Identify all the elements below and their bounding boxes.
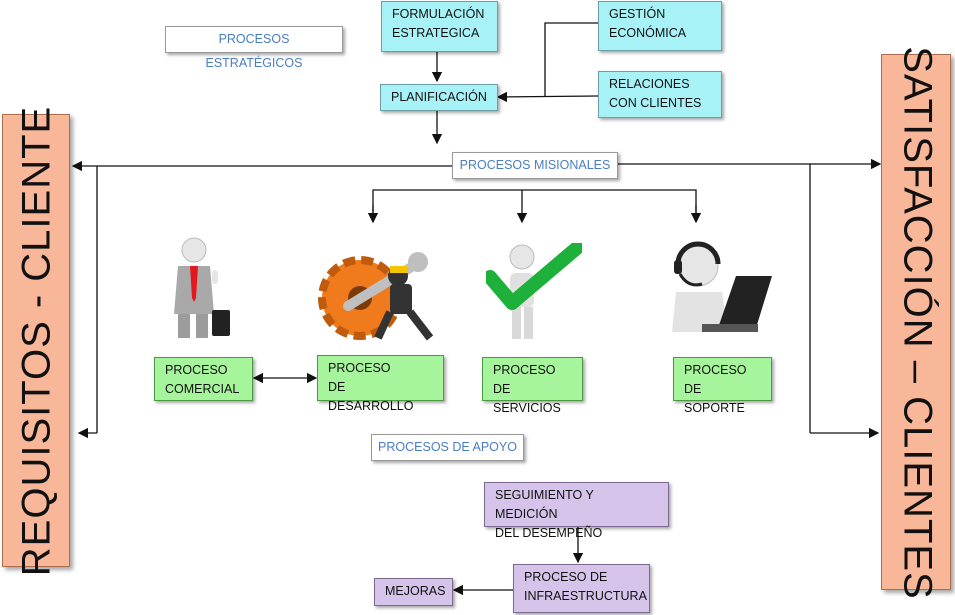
checkmark-figure-icon <box>486 243 582 339</box>
procesos-misionales-label: PROCESOS MISIONALES <box>452 152 618 179</box>
formulacion-estrategica-box: FORMULACIÓN ESTRATEGICA <box>381 1 498 52</box>
businessman-thumbs-up-icon <box>174 237 230 338</box>
planificacion-box: PLANIFICACIÓN <box>380 84 498 111</box>
proceso-comercial-box: PROCESO COMERCIAL <box>154 357 253 401</box>
procesos-de-apoyo-label: PROCESOS DE APOYO <box>371 434 524 461</box>
satisfaccion-clientes-label: SATISFACCIÓN – CLIENTES <box>895 46 940 600</box>
relaciones-con-clientes-box: RELACIONES CON CLIENTES <box>598 71 722 118</box>
seguimiento-medicion-box: SEGUIMIENTO Y MEDICIÓN DEL DESEMPEÑO <box>484 482 669 540</box>
proceso-de-infraestructura-box: PROCESO DE INFRAESTRUCTURA <box>513 564 650 613</box>
requisitos-cliente-panel: REQUISITOS - CLIENTE <box>2 106 70 576</box>
gestion-economica-box: GESTIÓN ECONÓMICA <box>598 1 722 51</box>
proceso-de-servicios-box: PROCESO DE SERVICIOS <box>482 357 583 415</box>
gear-wrench-worker-icon <box>318 252 434 341</box>
proceso-de-soporte-box: PROCESO DE SOPORTE <box>673 357 772 415</box>
proceso-de-desarrollo-box: PROCESO DE DESARROLLO <box>317 355 444 413</box>
satisfaccion-clientes-panel: SATISFACCIÓN – CLIENTES <box>881 46 951 600</box>
support-headset-laptop-icon <box>672 241 772 332</box>
requisitos-cliente-label: REQUISITOS - CLIENTE <box>14 105 59 577</box>
mejoras-box: MEJORAS <box>374 578 453 606</box>
procesos-estrategicos-label: PROCESOS ESTRATÉGICOS <box>165 26 343 70</box>
